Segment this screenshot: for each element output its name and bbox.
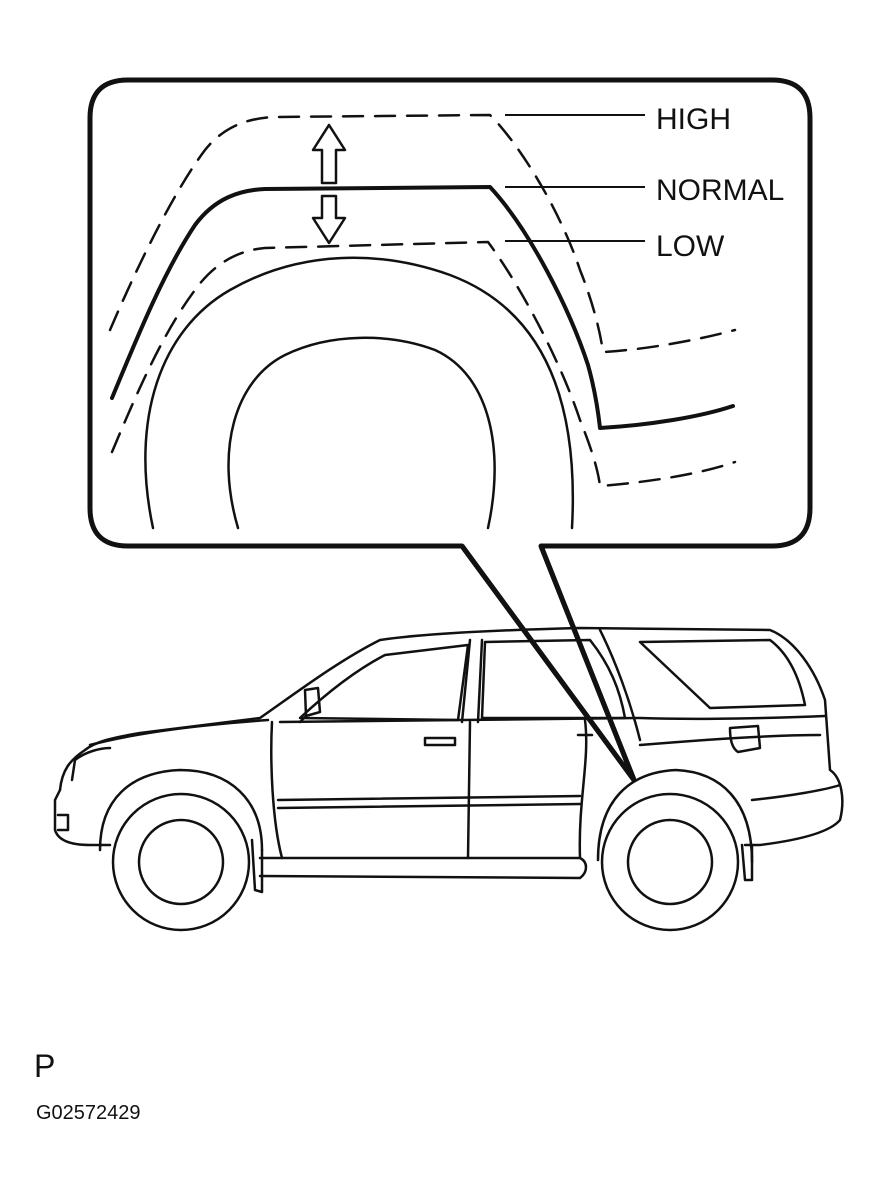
fender-line-normal <box>110 185 735 430</box>
front-mud-flap <box>250 838 264 894</box>
quarter-window <box>638 638 807 710</box>
b-pillar <box>460 638 484 724</box>
rear-mud-flap <box>740 843 754 882</box>
figure-code: G02572429 <box>36 1102 141 1124</box>
callout-pointer <box>459 544 637 783</box>
fuel-lid <box>728 724 762 754</box>
front-grille <box>70 746 112 782</box>
front-door-seam <box>270 720 284 860</box>
front-rim <box>137 818 225 906</box>
label-normal: NORMAL <box>656 174 784 207</box>
front-wheel-arch <box>98 768 264 852</box>
wheel-arch-detail: HIGH NORMAL LOW <box>108 103 784 530</box>
front-tire <box>111 792 251 932</box>
hood-line <box>88 718 270 747</box>
rear-wheel-arch <box>596 768 754 864</box>
rear-side-molding <box>638 733 822 747</box>
c-pillar <box>598 628 642 742</box>
middle-door-seam <box>466 720 472 860</box>
suv-body-outline <box>58 626 844 847</box>
side-molding <box>276 794 582 810</box>
suv-rocker <box>258 856 588 880</box>
label-low: LOW <box>656 230 725 263</box>
fender-line-high <box>108 113 737 354</box>
front-bumper <box>53 788 112 847</box>
section-letter: P <box>34 1048 56 1084</box>
down-arrow-icon <box>311 194 347 245</box>
rear-bumper <box>750 783 842 802</box>
up-arrow-icon <box>311 123 347 185</box>
fender-line-low <box>110 240 737 488</box>
fog-lamp <box>56 813 70 832</box>
tire-outer-arc <box>144 256 575 530</box>
front-window <box>298 643 470 722</box>
suv-side-view <box>53 626 844 932</box>
beltline <box>278 714 827 724</box>
wheel-inner-arc <box>227 336 496 530</box>
label-high: HIGH <box>656 103 731 136</box>
front-door-handle <box>423 736 457 747</box>
rear-rim <box>626 818 714 906</box>
rear-door-seam <box>578 718 588 860</box>
rear-tire <box>600 792 740 932</box>
